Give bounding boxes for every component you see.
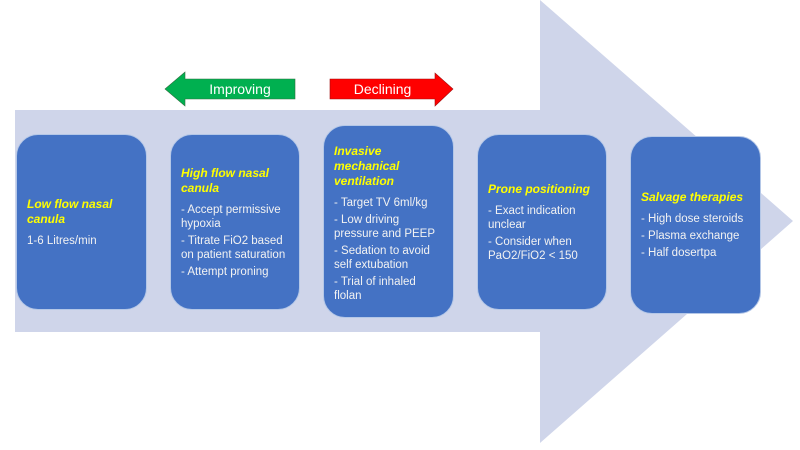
stage-item: - Low driving pressure and PEEP [334, 214, 436, 240]
stage-item: - Target TV 6ml/kg [334, 197, 428, 209]
stage-item: - High dose steroids [641, 213, 744, 225]
stage-item: - Plasma exchange [641, 230, 740, 242]
stage-item: - Accept permissive hypoxia [181, 203, 281, 230]
stage-item: - Exact indication unclear [488, 204, 576, 231]
improving-arrow [164, 71, 296, 107]
stage-item: - Attempt proning [181, 265, 269, 278]
stage-item: - Trial of inhaled flolan [334, 276, 416, 302]
declining-label: Declining [353, 81, 412, 97]
declining-arrow [329, 72, 454, 107]
stage-item: - Consider when PaO2/FiO2 < 150 [488, 235, 578, 262]
stage-low-flow-nasal-canula: Low flow nasal canula 1-6 Litres/min [16, 134, 147, 310]
stage-item: - Half dosertpa [641, 247, 717, 259]
stage-salvage-therapies: Salvage therapies - High dose steroids -… [630, 136, 761, 314]
stage-prone-positioning: Prone positioning - Exact indication unc… [477, 134, 607, 310]
stage-item: - Sedation to avoid self extubation [334, 245, 430, 271]
stage-invasive-mechanical-ventilation: Invasive mechanical ventilation - Target… [323, 125, 454, 318]
stage-title: Invasive mechanical ventilation [334, 144, 400, 188]
stage-item: 1-6 Litres/min [27, 234, 97, 247]
stage-title: Salvage therapies [641, 190, 744, 204]
stage-title: Low flow nasal canula [27, 196, 113, 226]
stage-high-flow-nasal-canula: High flow nasal canula - Accept permissi… [170, 134, 300, 310]
stage-title: High flow nasal canula [181, 165, 270, 195]
improving-label: Improving [209, 81, 271, 97]
stage-item: - Titrate FiO2 based on patient saturati… [181, 234, 286, 261]
stage-title: Prone positioning [488, 181, 590, 196]
